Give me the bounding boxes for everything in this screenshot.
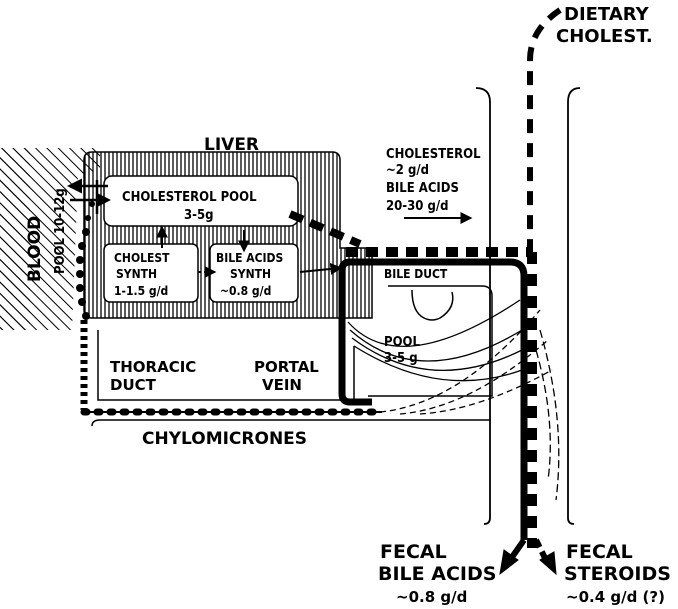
liver-label: LIVER xyxy=(204,135,259,155)
cholesterol-pool-label: CHOLESTEROL POOL xyxy=(122,190,257,205)
synth-arrows xyxy=(156,225,250,278)
thoracic-label-1: THORACIC xyxy=(110,358,196,376)
fecal-bile-label-2: BILE ACIDS xyxy=(378,563,496,585)
fecal-steroids-label-1: FECAL xyxy=(566,541,633,563)
cholest-synth-subtitle: SYNTH xyxy=(116,267,157,281)
bile-flux-label: BILE ACIDS xyxy=(386,181,459,196)
portal-label-2: VEIN xyxy=(262,376,302,394)
cholesterol-pool-size: 3-5g xyxy=(184,208,214,223)
cholest-synth-rate: 1-1.5 g/d xyxy=(114,284,168,298)
blood-pool-label: POOL 10-12g xyxy=(53,188,68,274)
cholesterol-secretion-arrow xyxy=(288,210,362,248)
portal-label-1: PORTAL xyxy=(254,358,319,376)
chylomicrones-label: CHYLOMICRONES xyxy=(142,429,307,449)
fecal-steroids-rate: ~0.4 g/d (?) xyxy=(566,588,665,606)
dietary-label-1: DIETARY xyxy=(564,4,650,25)
dietary-label-2: CHOLEST. xyxy=(556,26,653,47)
corridor-lines xyxy=(91,330,490,427)
fecal-bile-label-1: FECAL xyxy=(380,541,447,563)
bile-synth-subtitle: SYNTH xyxy=(230,267,271,281)
reabsorption-lines xyxy=(347,299,560,501)
bile-flux-rate: 20-30 g/d xyxy=(386,199,449,214)
fecal-arrows xyxy=(499,538,557,576)
pool-size: 3-5 g xyxy=(384,351,418,366)
bile-synth-rate: ~0.8 g/d xyxy=(220,284,271,298)
thoracic-label-2: DUCT xyxy=(110,376,157,394)
bile-synth-title: BILE ACIDS xyxy=(216,251,283,265)
cholest-synth-title: CHOLEST xyxy=(114,251,170,265)
dietary-cholesterol-path xyxy=(527,7,562,252)
blood-liver-arrows xyxy=(67,178,111,214)
bile-synth-arrow xyxy=(299,262,343,275)
blood-region xyxy=(0,148,100,330)
fecal-steroids-label-2: STEROIDS xyxy=(564,563,671,585)
pool-label: POOL xyxy=(384,335,420,350)
thoracic-duct-path xyxy=(76,201,95,320)
intestine-walls xyxy=(475,87,581,525)
portal-vein-loop xyxy=(338,258,528,540)
blood-label: BLOOD xyxy=(25,216,45,282)
cholesterol-flux-label: CHOLESTEROL xyxy=(386,147,481,162)
fecal-bile-rate: ~0.8 g/d xyxy=(396,588,467,606)
cholesterol-flux-rate: ~2 g/d xyxy=(386,163,429,178)
bile-duct-label: BILE DUCT xyxy=(384,267,448,281)
